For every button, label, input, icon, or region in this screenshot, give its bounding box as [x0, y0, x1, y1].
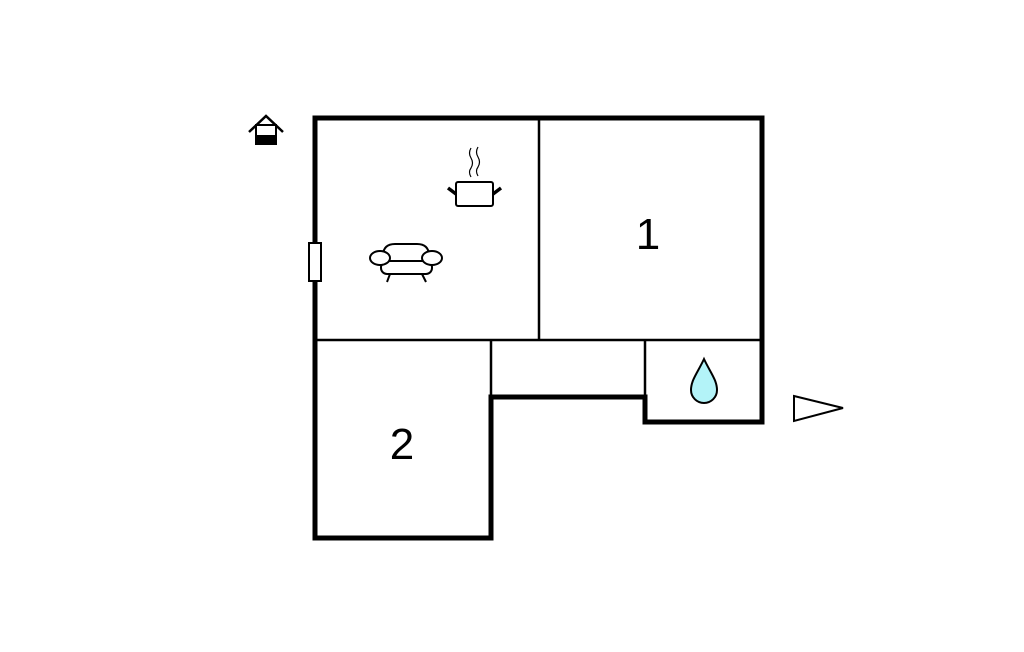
window-icon: [308, 242, 322, 282]
entrance-house-icon: [248, 114, 284, 145]
room-1-label: 1: [636, 210, 660, 259]
water-drop-icon: [689, 356, 719, 404]
sofa-icon: [369, 243, 443, 283]
cooking-pot-icon: [446, 146, 503, 207]
inner-walls: [315, 118, 762, 397]
entrance-arrow-icon: [793, 394, 844, 423]
room-2-label: 2: [390, 420, 414, 469]
